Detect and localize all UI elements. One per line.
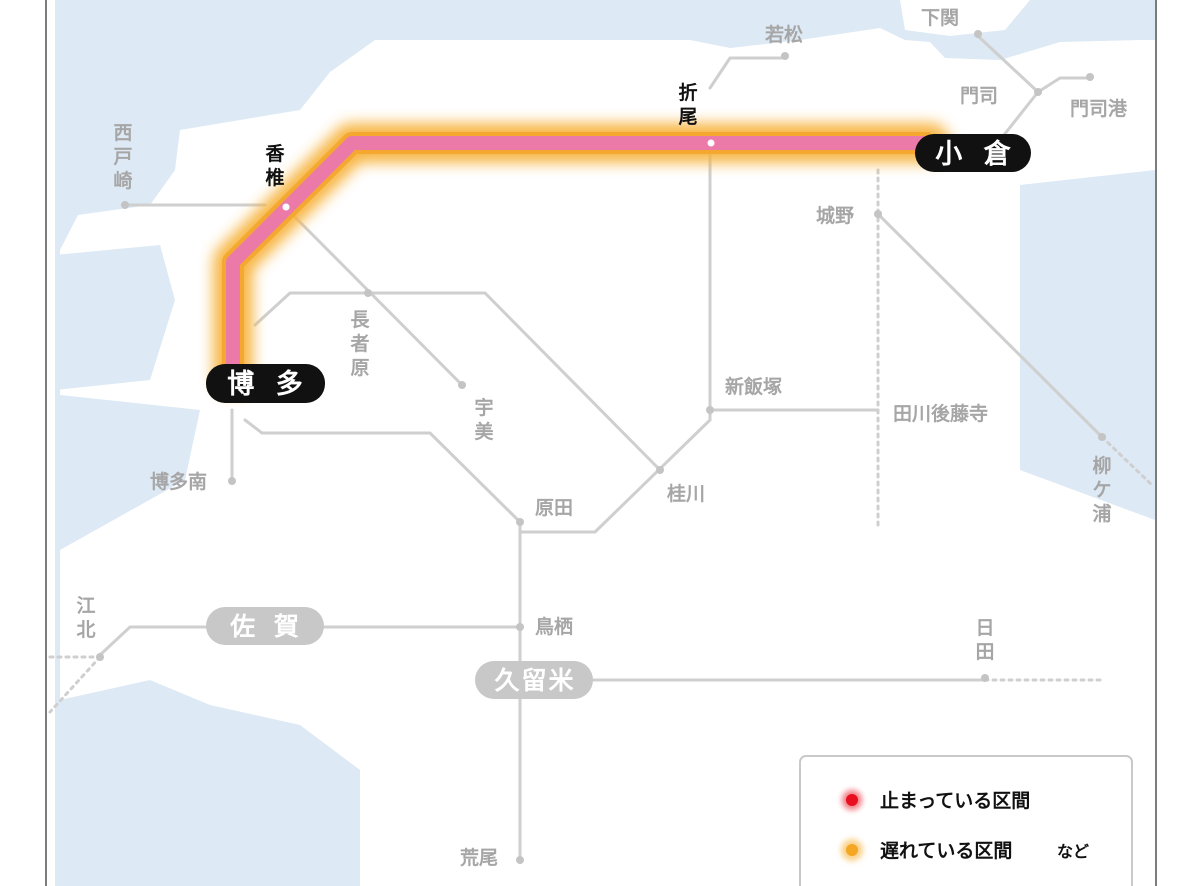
- station-label-chojabaru-3: 原: [350, 357, 369, 379]
- station-label-kashii-1: 香: [264, 143, 285, 165]
- station-dots: [96, 30, 1106, 864]
- station-label-hita-2: 田: [975, 641, 994, 663]
- delay-marker-icon: [846, 844, 858, 856]
- station-badge-kurume[interactable]: 久留米: [475, 661, 593, 699]
- station-label-hakataminami: 博多南: [150, 470, 207, 493]
- station-badge-kokura[interactable]: 小 倉: [915, 134, 1031, 172]
- frame-outside-right: [1157, 0, 1200, 886]
- station-label-shiniizuka: 新飯塚: [725, 375, 782, 398]
- legend-stopped-label: 止まっている区間: [880, 790, 1030, 812]
- sea-east-bay: [1025, 180, 1155, 510]
- station-label-orio-2: 尾: [678, 106, 697, 128]
- land-shimonoseki: [900, 0, 1030, 36]
- station-label-chojabaru-2: 者: [350, 333, 369, 355]
- station-label-keisen: 桂川: [666, 482, 705, 505]
- sea-west-bay: [55, 245, 175, 390]
- station-label-nishitozaki-3: 崎: [113, 169, 132, 192]
- station-label-umi-2: 美: [474, 420, 494, 443]
- station-label-mojiko: 門司港: [1070, 98, 1128, 120]
- station-label-hita-1: 日: [975, 617, 994, 639]
- station-label-arao: 荒尾: [460, 846, 498, 869]
- station-label-tagawagotoji: 田川後藤寺: [893, 402, 988, 425]
- station-label-kokura: 小 倉: [935, 138, 1016, 170]
- station-label-moji: 門司: [960, 85, 998, 107]
- legend-etc-label: など: [1057, 842, 1089, 861]
- station-label-yanagaura-2: ケ: [1092, 479, 1111, 501]
- station-label-kashii-2: 椎: [265, 166, 284, 189]
- station-label-haruda: 原田: [535, 497, 573, 519]
- station-label-nishitozaki-1: 西: [113, 122, 132, 144]
- legend-box: 止まっている区間 遅れている区間 など: [799, 755, 1133, 886]
- frame-outside-left: [0, 0, 45, 886]
- station-label-umi-1: 宇: [474, 397, 493, 419]
- land-mass: [60, 28, 1155, 886]
- station-label-kohoku-2: 北: [76, 619, 95, 641]
- station-label-shimonoseki: 下関: [921, 7, 959, 29]
- legend-delayed-label: 遅れている区間: [880, 840, 1012, 862]
- station-label-chojabaru-1: 長: [350, 309, 370, 331]
- station-label-hakata: 博 多: [227, 368, 308, 400]
- station-label-tosu: 鳥栖: [535, 615, 573, 638]
- rail-network: [48, 34, 1154, 862]
- station-label-saga: 佐 賀: [229, 612, 304, 641]
- station-label-wakamatsu: 若松: [765, 23, 803, 46]
- station-label-nishitozaki-2: 戸: [113, 146, 132, 168]
- station-badge-saga[interactable]: 佐 賀: [206, 607, 324, 645]
- station-label-kurume: 久留米: [494, 666, 575, 695]
- station-label-jono: 城野: [816, 204, 854, 227]
- station-label-yanagaura-3: 浦: [1092, 502, 1111, 525]
- station-label-kohoku-1: 江: [76, 595, 95, 617]
- station-badge-hakata[interactable]: 博 多: [206, 364, 325, 403]
- stop-marker-icon: [846, 794, 858, 806]
- sea-southwest-bay: [55, 688, 355, 886]
- station-label-yanagaura-1: 柳: [1092, 454, 1111, 477]
- affected-line-hakata-kokura: [226, 136, 930, 375]
- station-label-orio-1: 折: [678, 82, 697, 104]
